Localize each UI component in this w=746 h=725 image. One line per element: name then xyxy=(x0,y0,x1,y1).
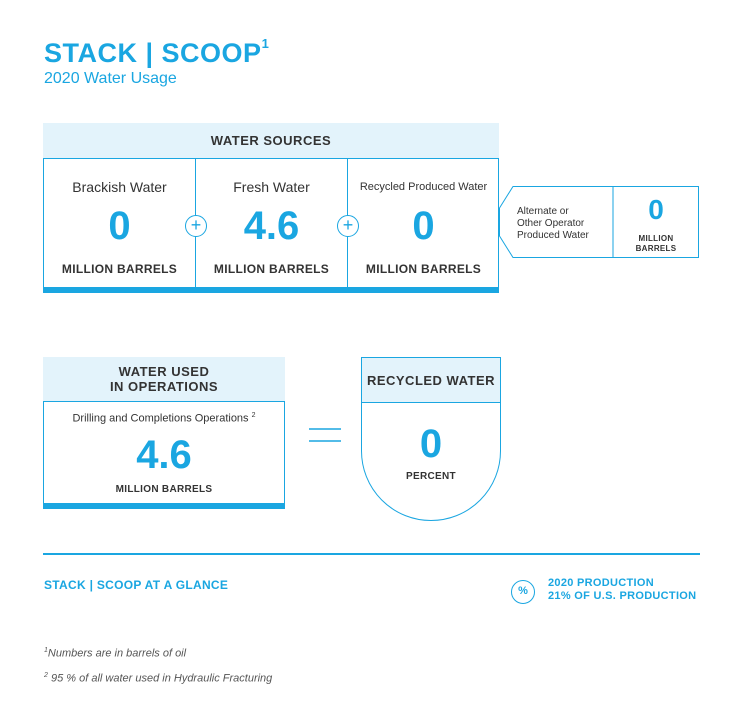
footnote-1: 1Numbers are in barrels of oil xyxy=(44,647,187,660)
brackish-water-label: Brackish Water xyxy=(72,179,167,195)
brackish-water-value: 0 xyxy=(108,204,131,248)
glance-label: STACK | SCOOP AT A GLANCE xyxy=(44,578,229,592)
water-used-unit: MILLION BARRELS xyxy=(115,484,213,495)
alternate-water-unit: MILLION BARRELS xyxy=(635,234,677,253)
plus-icon: + xyxy=(185,215,207,237)
recycled-produced-water-label: Recycled Produced Water xyxy=(359,181,488,193)
fresh-water-value: 4.6 xyxy=(243,204,300,248)
equals-icon xyxy=(309,428,341,442)
page-subtitle: 2020 Water Usage xyxy=(44,70,177,87)
recycled-water-unit: PERCENT xyxy=(406,471,456,482)
recycled-produced-water-value: 0 xyxy=(412,204,435,248)
recycled-produced-water-unit: MILLION BARRELS xyxy=(365,262,482,276)
drilling-operations-label: Drilling and Completions Operations 2 xyxy=(72,412,256,425)
water-sources-heading: WATER SOURCES xyxy=(43,123,499,159)
footnote-2: 2 95 % of all water used in Hydraulic Fr… xyxy=(44,672,273,685)
recycled-water-shape xyxy=(361,357,501,521)
alternate-water-value: 0 xyxy=(648,194,664,225)
callout-arrow-shape xyxy=(499,186,699,258)
fresh-water-label: Fresh Water xyxy=(233,179,310,195)
brackish-water-unit: MILLION BARRELS xyxy=(61,262,178,276)
water-used-heading: WATER USED IN OPERATIONS xyxy=(43,357,285,402)
fresh-water-unit: MILLION BARRELS xyxy=(213,262,330,276)
recycled-water-value: 0 xyxy=(419,422,443,466)
alternate-water-label: Alternate or Other Operator Produced Wat… xyxy=(517,206,589,241)
page-title: STACK | SCOOP1 xyxy=(44,36,270,68)
plus-icon: + xyxy=(337,215,359,237)
divider xyxy=(43,553,700,555)
percent-icon: % xyxy=(511,580,535,604)
water-used-value: 4.6 xyxy=(136,433,192,477)
production-stat: 2020 PRODUCTION 21% OF U.S. PRODUCTION xyxy=(548,577,697,602)
recycled-water-heading: RECYCLED WATER xyxy=(366,372,496,388)
